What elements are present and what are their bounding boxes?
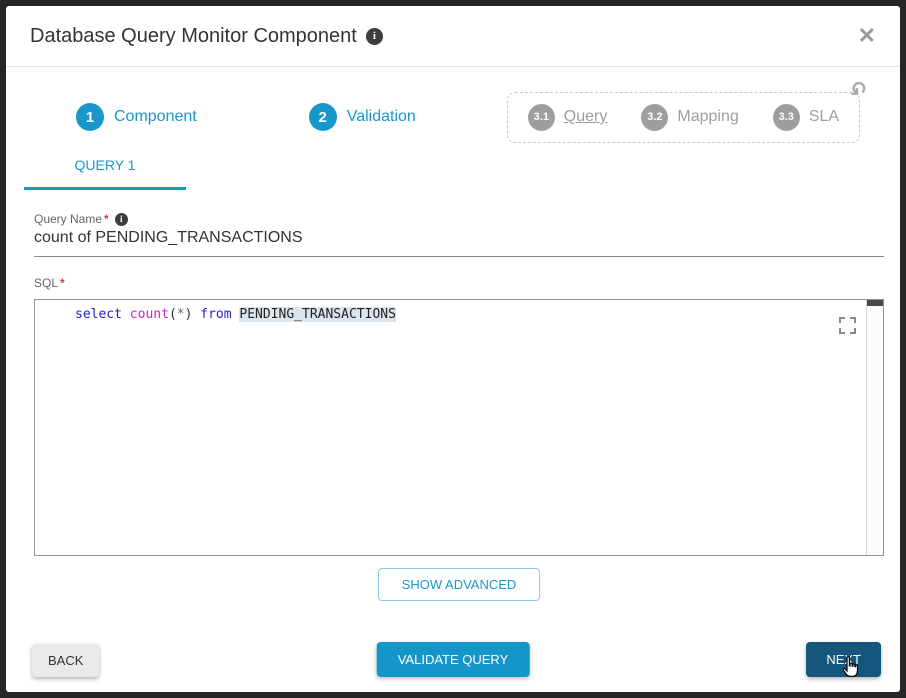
sql-label: SQL*	[34, 276, 884, 290]
substep-3-1-label: Query	[563, 108, 608, 125]
step-1-circle: 1	[76, 103, 104, 131]
query-name-required-mark: *	[104, 212, 109, 226]
query-name-label-text: Query Name	[34, 212, 103, 226]
query-form: Query Name* i SQL* select count(*) from …	[6, 190, 900, 601]
sql-required-mark: *	[60, 276, 65, 290]
substep-query[interactable]: 3.1 Query	[527, 103, 608, 131]
editor-scrollbar[interactable]	[866, 300, 883, 555]
substep-3-3-circle: 3.3	[772, 103, 800, 131]
step-2-label: Validation	[346, 108, 416, 125]
substep-sla[interactable]: 3.3 SLA	[772, 103, 839, 131]
query-name-label: Query Name* i	[34, 212, 884, 226]
dialog-footer: BACK VALIDATE QUERY NEXT	[6, 642, 900, 678]
database-query-monitor-dialog: Database Query Monitor Component i ✕ 1 C…	[6, 6, 900, 692]
sql-code-editor[interactable]: select count(*) from PENDING_TRANSACTION…	[34, 299, 884, 556]
sql-label-text: SQL	[34, 276, 59, 290]
query-name-info-icon[interactable]: i	[114, 212, 128, 226]
substep-3-2-label: Mapping	[677, 108, 739, 125]
tab-query-1[interactable]: QUERY 1	[24, 157, 186, 190]
substep-3-1-circle: 3.1	[527, 103, 555, 131]
query-name-input[interactable]	[34, 226, 884, 257]
step-component[interactable]: 1 Component	[76, 103, 197, 131]
show-advanced-row: SHOW ADVANCED	[34, 568, 884, 601]
code-line: select count(*) from PENDING_TRANSACTION…	[75, 307, 396, 322]
show-advanced-button[interactable]: SHOW ADVANCED	[377, 568, 541, 601]
title-info-icon[interactable]: i	[365, 27, 383, 45]
close-icon[interactable]: ✕	[857, 23, 876, 48]
substep-3-3-label: SLA	[808, 108, 839, 125]
refresh-icon[interactable]: ↻	[850, 75, 867, 98]
dialog-title-text: Database Query Monitor Component	[30, 24, 357, 47]
step-validation[interactable]: 2 Validation	[308, 103, 416, 131]
next-button[interactable]: NEXT	[806, 642, 881, 677]
editor-scrollbar-thumb[interactable]	[867, 300, 883, 306]
wizard-steps: 1 Component 2 Validation ↻ 3.1 Query 3.2…	[76, 76, 867, 143]
substep-3-2-circle: 3.2	[641, 103, 669, 131]
validate-query-button[interactable]: VALIDATE QUERY	[376, 642, 530, 677]
query-tabs: QUERY 1	[24, 157, 900, 190]
fullscreen-expand-icon[interactable]	[838, 316, 857, 335]
substep-mapping[interactable]: 3.2 Mapping	[641, 103, 739, 131]
dialog-title: Database Query Monitor Component i	[30, 25, 383, 48]
back-button[interactable]: BACK	[32, 644, 100, 677]
substeps-group: ↻ 3.1 Query 3.2 Mapping 3.3 SLA	[506, 76, 867, 143]
step-1-label: Component	[114, 108, 197, 125]
step-2-circle: 2	[308, 103, 337, 131]
next-button-wrap: NEXT	[806, 642, 881, 677]
dialog-header: Database Query Monitor Component i ✕	[6, 6, 900, 67]
